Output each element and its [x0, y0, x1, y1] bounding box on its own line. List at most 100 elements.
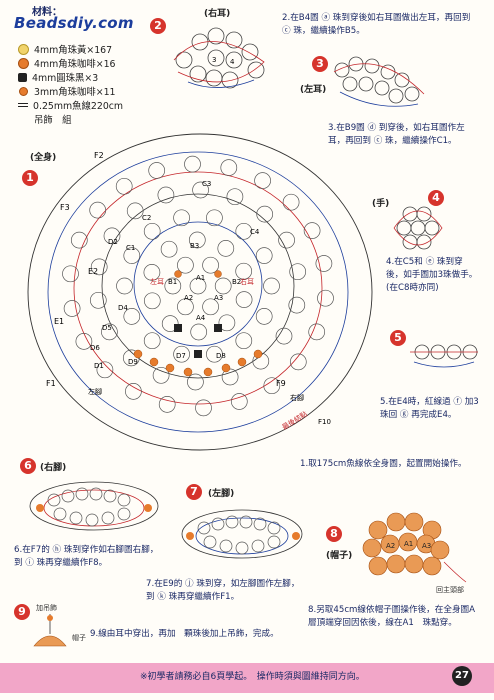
bead [103, 227, 121, 245]
charm-label: 加吊飾 [36, 603, 57, 612]
small-brown-bead-icon [19, 86, 28, 96]
step-4-title: (手) [372, 199, 390, 209]
row-label: C2 [142, 214, 151, 222]
bead [202, 298, 219, 316]
bead [62, 265, 79, 283]
bead [256, 205, 274, 223]
row-label: F3 [60, 203, 70, 212]
bead [161, 315, 179, 332]
bead [184, 155, 201, 173]
hat-diagram: A1 A2 A3 回主頭部 [362, 512, 467, 594]
svg-text:3: 3 [212, 56, 216, 64]
step-8-title: (帽子) [326, 551, 353, 561]
row-label: F10 [318, 418, 331, 426]
svg-text:A3: A3 [422, 542, 431, 550]
row-label: A4 [196, 314, 206, 322]
step-7-text: 7.在E9的 ⓙ 珠到穿，如左腳圖作左腳，到 ⓚ 珠再穿繼續作F1。 [146, 579, 300, 602]
bead [89, 201, 107, 219]
step-2-title: (右耳) [204, 9, 231, 19]
bead [235, 262, 253, 280]
bead [187, 373, 204, 391]
material-text: 3mm角珠咖啡×11 [34, 87, 116, 98]
bead [143, 264, 161, 281]
svg-text:4: 4 [230, 58, 235, 66]
row-label: F1 [46, 379, 56, 388]
step-1-marker: 1 [22, 170, 38, 186]
material-text: 4mm角珠黃×167 [34, 45, 113, 56]
bead [125, 383, 142, 400]
row-label: E1 [54, 317, 64, 326]
foot-label: 左腳 [88, 387, 102, 396]
row-label: C3 [202, 180, 211, 188]
page-number: 27 [452, 666, 472, 686]
step-8-text: 8.另取45cm線依帽子圖操作後，在全身圖A層頂端穿回因依後，線在A1 珠點穿。 [308, 605, 476, 628]
material-row: 0.25mm魚線220cm [18, 98, 123, 112]
step-4-text: 4.在C5和 ⓔ 珠到穿後，如手圖加3珠做手。(在C8時亦同) [386, 257, 478, 293]
bead [263, 377, 281, 395]
row-label: E2 [88, 267, 98, 276]
bead [158, 396, 176, 413]
cap-label: 帽子 [72, 633, 86, 642]
bead [101, 323, 118, 341]
row-label: D1 [94, 362, 104, 370]
hand-diagram [393, 206, 443, 250]
bead [315, 255, 333, 272]
step-5-text: 5.在E4時，紅線過 ⓕ 加3珠回 ⓖ 再完成E4。 [380, 397, 479, 420]
bead [115, 177, 133, 195]
footer-note: ※初學者請務必自6頁學起。 操作時須與圖維持同方向。 [140, 672, 365, 682]
bead [189, 277, 207, 295]
material-text: 4mm角珠咖啡×16 [34, 59, 116, 70]
row-label: F2 [94, 151, 104, 160]
bead [160, 240, 178, 258]
bead [152, 366, 170, 384]
material-row: 4mm圓珠黑×3 [18, 70, 98, 84]
row-label: D7 [176, 352, 186, 360]
row-label: A3 [214, 294, 223, 302]
step-3-text: 3.在B9圖 ⓓ 到穿後，如右耳圖作左耳，再回到 ⓒ 珠，繼續操作C1。 [328, 123, 465, 146]
full-body-diagram: F2 F3 E1 E2 D1 D2 D4 D5 D6 D7 D8 D9 C1 C… [27, 133, 373, 451]
row-label: B1 [168, 278, 177, 286]
bead [220, 159, 238, 176]
bead [202, 256, 219, 274]
step-6-title: (右腳) [40, 463, 67, 473]
black-bead-icon [194, 350, 202, 358]
bead [255, 308, 273, 325]
bead [214, 277, 232, 295]
bead [226, 188, 244, 206]
bead [90, 258, 108, 276]
bead [206, 345, 223, 363]
bead [230, 393, 248, 410]
row-label: A2 [184, 294, 193, 302]
material-text: 4mm圓珠黑×3 [32, 73, 99, 84]
bead [255, 247, 273, 264]
bead [317, 289, 334, 307]
bead [218, 314, 236, 332]
step-2-marker: 2 [150, 18, 166, 34]
bead [75, 333, 93, 350]
footer-band [0, 663, 494, 693]
foot-label: 右腳 [290, 393, 304, 402]
row-label: B3 [190, 242, 199, 250]
step-5-marker: 5 [390, 330, 406, 346]
hat-note: 回主頭部 [436, 585, 464, 594]
step-1-title: (全身) [30, 153, 57, 163]
step-4-marker: 4 [428, 190, 444, 206]
bead [288, 296, 306, 314]
step-7-marker: 7 [186, 484, 202, 500]
bead [235, 332, 253, 350]
bead [157, 186, 175, 204]
row-label: D8 [216, 352, 226, 360]
row-label: C1 [126, 244, 135, 252]
step-1-text: 1.取175cm魚線依全身圖，起置開始操作。 [300, 459, 467, 469]
step-5-diagram [410, 344, 478, 368]
bead [70, 231, 88, 249]
step-8-marker: 8 [326, 526, 342, 542]
row-label: A1 [196, 274, 205, 282]
bead [123, 247, 141, 264]
bead [177, 298, 194, 316]
step-6-marker: 6 [20, 458, 36, 474]
bead [173, 209, 190, 227]
row-label: D9 [128, 358, 138, 366]
left-foot-diagram [181, 509, 303, 559]
